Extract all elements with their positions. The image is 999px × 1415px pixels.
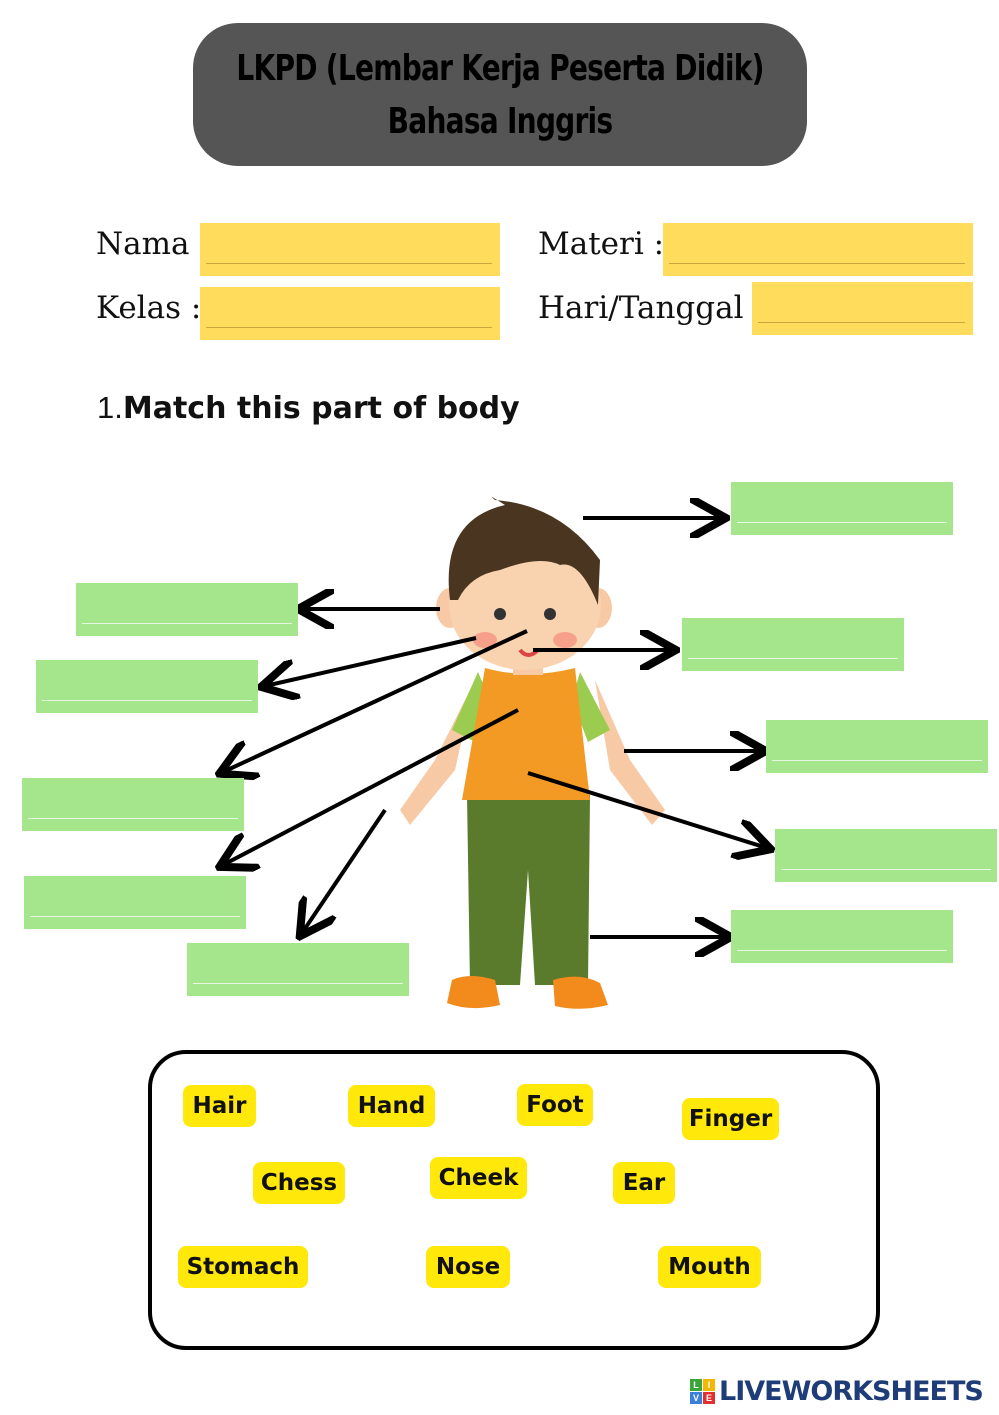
- logo-text: LIVEWORKSHEETS: [719, 1376, 984, 1407]
- word-chip-nose[interactable]: Nose: [426, 1246, 510, 1288]
- liveworksheets-logo: L I V E LIVEWORKSHEETS: [690, 1376, 984, 1407]
- answer-box-3[interactable]: [36, 660, 258, 713]
- word-chip-stomach[interactable]: Stomach: [178, 1246, 308, 1288]
- answer-box-8[interactable]: [24, 876, 246, 929]
- question-text: Match this part of body: [122, 391, 520, 426]
- answer-box-9[interactable]: [731, 910, 953, 963]
- logo-icon: L I V E: [690, 1379, 715, 1404]
- answer-box-4[interactable]: [682, 618, 904, 671]
- word-chip-ear[interactable]: Ear: [613, 1162, 675, 1204]
- materi-field[interactable]: [663, 223, 973, 276]
- title-banner: LKPD (Lembar Kerja Peserta Didik) Bahasa…: [193, 23, 807, 166]
- word-chip-chess[interactable]: Chess: [253, 1162, 345, 1204]
- hari-tanggal-label: Hari/Tanggal :: [538, 290, 764, 326]
- word-chip-finger[interactable]: Finger: [682, 1098, 779, 1140]
- arrows: [223, 518, 767, 937]
- word-bank: [148, 1050, 880, 1350]
- logo-letter: L: [690, 1379, 702, 1391]
- word-chip-hand[interactable]: Hand: [348, 1085, 435, 1127]
- answer-box-10[interactable]: [187, 943, 409, 996]
- title-line-1: LKPD (Lembar Kerja Peserta Didik): [236, 47, 764, 89]
- nama-label: Nama :: [96, 226, 210, 262]
- answer-box-6[interactable]: [22, 778, 244, 831]
- title-line-2: Bahasa Inggris: [387, 100, 613, 142]
- word-chip-hair[interactable]: Hair: [183, 1085, 256, 1127]
- kelas-field[interactable]: [200, 287, 500, 340]
- logo-letter: I: [703, 1379, 715, 1391]
- kelas-label: Kelas :: [96, 290, 202, 326]
- word-chip-mouth[interactable]: Mouth: [658, 1246, 761, 1288]
- nama-field[interactable]: [200, 223, 500, 276]
- logo-letter: E: [703, 1392, 715, 1404]
- question-heading: 1.Match this part of body: [97, 390, 520, 426]
- word-chip-foot[interactable]: Foot: [517, 1084, 593, 1126]
- answer-box-1[interactable]: [731, 482, 953, 535]
- answer-box-7[interactable]: [775, 829, 997, 882]
- logo-letter: V: [690, 1392, 702, 1404]
- question-number: 1.: [97, 390, 123, 425]
- boy-figure: [400, 496, 665, 1009]
- materi-label: Materi :: [538, 226, 665, 262]
- answer-box-2[interactable]: [76, 583, 298, 636]
- answer-box-5[interactable]: [766, 720, 988, 773]
- word-chip-cheek[interactable]: Cheek: [430, 1157, 527, 1199]
- hari-tanggal-field[interactable]: [752, 282, 973, 335]
